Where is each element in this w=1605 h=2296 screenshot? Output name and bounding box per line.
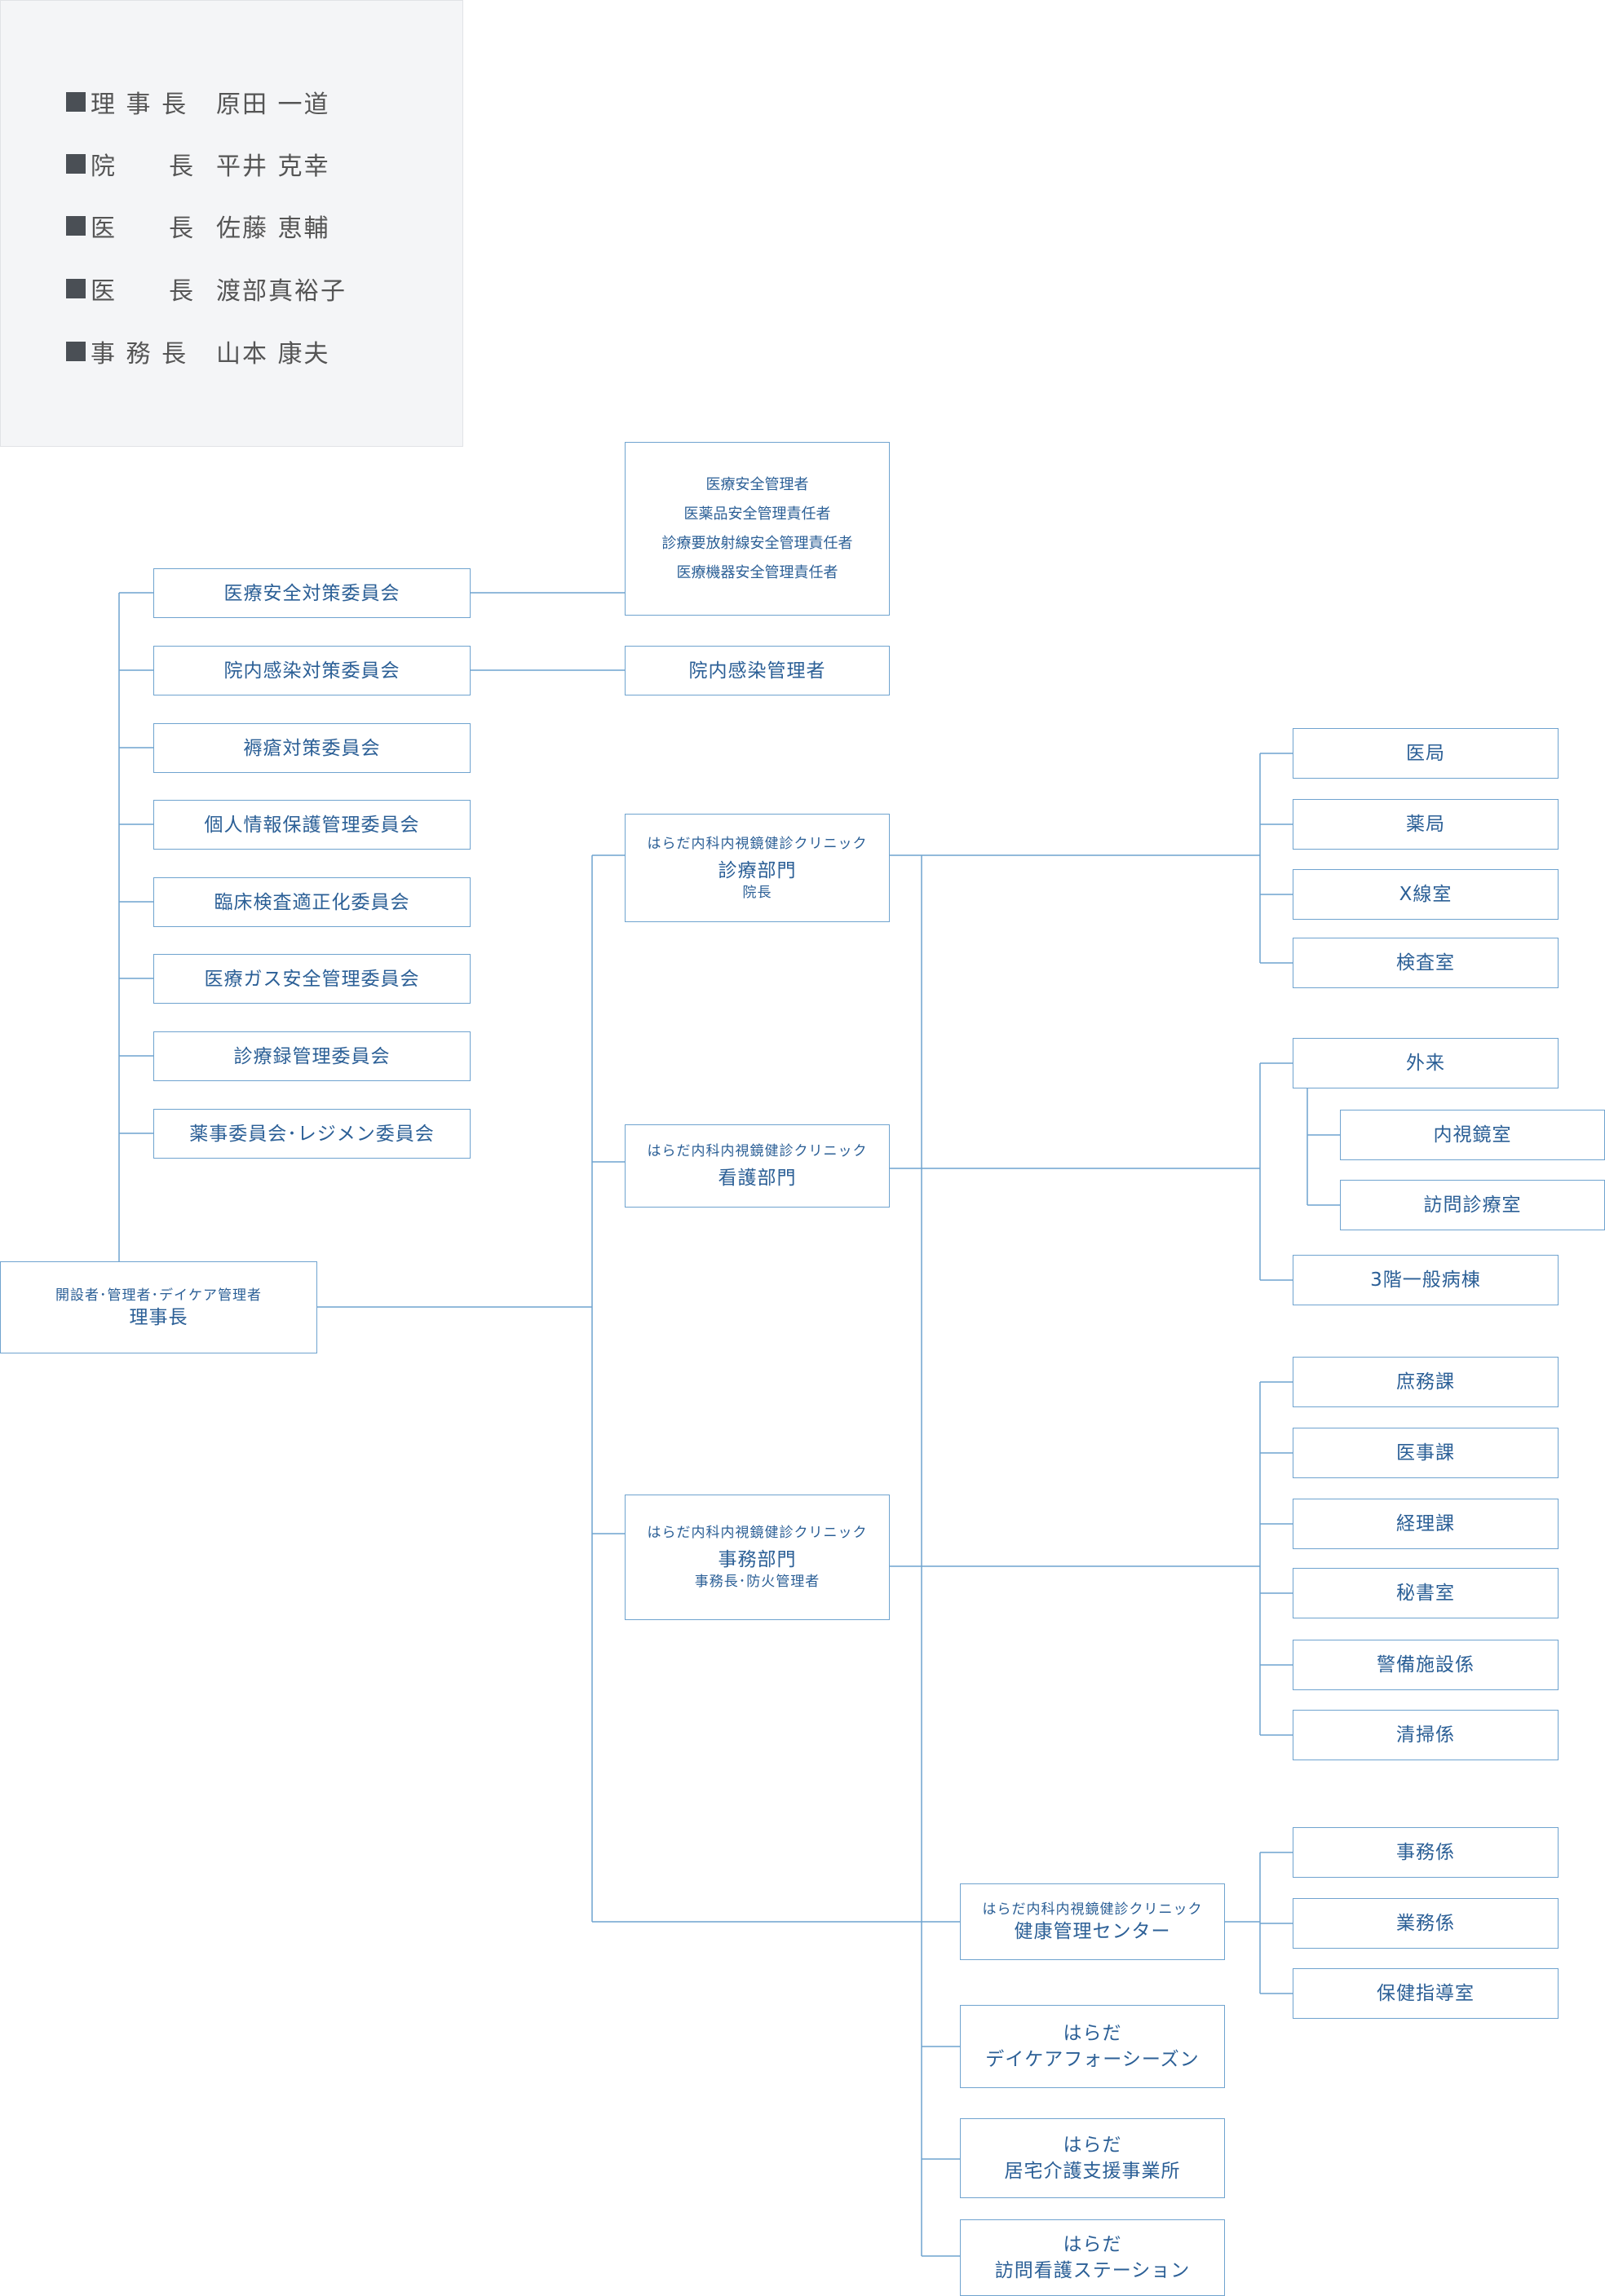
manager-label: 医薬品安全管理責任者	[683, 505, 831, 523]
dept-title: 看護部門	[718, 1168, 797, 1189]
unit-box: 経理課	[1293, 1499, 1559, 1549]
dept-note: 院長	[742, 884, 772, 901]
unit-box: 庶務課	[1293, 1357, 1559, 1407]
square-bullet-icon	[66, 279, 86, 298]
committee-box: 院内感染対策委員会	[153, 646, 471, 695]
dept-note: 事務長･防火管理者	[694, 1574, 820, 1590]
executive-role: 医 長	[91, 277, 195, 306]
affiliate-line1: はらだ	[1063, 2023, 1122, 2044]
unit-box: 医局	[1293, 728, 1559, 779]
executive-role: 事 務 長	[91, 340, 188, 369]
committee-box: 診療録管理委員会	[153, 1031, 471, 1081]
unit-box: X線室	[1293, 869, 1559, 920]
manager-label: 医療安全管理者	[705, 475, 809, 493]
affiliate-box: はらだ 居宅介護支援事業所	[960, 2118, 1225, 2198]
committee-box: 薬事委員会･レジメン委員会	[153, 1109, 471, 1159]
dept-admin-box: はらだ内科内視鏡健診クリニック 事務部門 事務長･防火管理者	[625, 1495, 890, 1620]
unit-box: 警備施設係	[1293, 1640, 1559, 1690]
square-bullet-icon	[66, 216, 86, 236]
square-bullet-icon	[66, 92, 86, 112]
square-bullet-icon	[66, 154, 86, 174]
clinic-name: はらだ内科内視鏡健診クリニック	[982, 1901, 1203, 1918]
executives-panel: 理 事 長 原田 一道 院 長 平井 克幸 医 長 佐藤 恵輔 医 長 渡部真裕…	[0, 0, 463, 447]
executive-name: 平井 克幸	[216, 152, 330, 181]
committee-box: 医療安全対策委員会	[153, 568, 471, 618]
dept-health-box: はらだ内科内視鏡健診クリニック 健康管理センター	[960, 1883, 1225, 1960]
dept-nursing-box: はらだ内科内視鏡健診クリニック 看護部門	[625, 1124, 890, 1208]
committee-box: 臨床検査適正化委員会	[153, 877, 471, 927]
unit-box: 外来	[1293, 1038, 1559, 1088]
manager-label: 診療要放射線安全管理責任者	[661, 534, 853, 552]
unit-box: 検査室	[1293, 938, 1559, 988]
affiliate-box: はらだ 訪問看護ステーション	[960, 2219, 1225, 2296]
committee-box: 医療ガス安全管理委員会	[153, 954, 471, 1004]
executive-role: 院 長	[91, 152, 195, 181]
square-bullet-icon	[66, 342, 86, 361]
committee-box: 褥瘡対策委員会	[153, 723, 471, 773]
unit-box: 清掃係	[1293, 1710, 1559, 1760]
affiliate-line2: 居宅介護支援事業所	[1004, 2161, 1181, 2182]
executive-name: 佐藤 恵輔	[216, 214, 330, 243]
unit-box: 医事課	[1293, 1428, 1559, 1478]
executive-row: 医 長 渡部真裕子	[66, 272, 347, 306]
safety-managers-box: 医療安全管理者 医薬品安全管理責任者 診療要放射線安全管理責任者 医療機器安全管…	[625, 442, 890, 616]
executive-row: 院 長 平井 克幸	[66, 148, 330, 181]
head-title: 理事長	[129, 1306, 188, 1328]
unit-box: 3階一般病棟	[1293, 1255, 1559, 1305]
clinic-name: はらだ内科内視鏡健診クリニック	[647, 835, 868, 852]
dept-title: 診療部門	[718, 859, 797, 881]
dept-title: 健康管理センター	[1014, 1921, 1171, 1942]
head-box: 開設者･管理者･デイケア管理者 理事長	[0, 1261, 317, 1353]
dept-title: 事務部門	[718, 1549, 797, 1570]
executive-name: 山本 康夫	[216, 340, 330, 369]
affiliate-line1: はらだ	[1063, 2135, 1122, 2156]
unit-box: 秘書室	[1293, 1568, 1559, 1618]
executive-role: 理 事 長	[91, 91, 188, 119]
unit-box: 薬局	[1293, 799, 1559, 850]
clinic-name: はらだ内科内視鏡健診クリニック	[647, 1525, 868, 1541]
unit-box: 業務係	[1293, 1898, 1559, 1949]
affiliate-line2: デイケアフォーシーズン	[985, 2049, 1200, 2070]
dept-medical-box: はらだ内科内視鏡健診クリニック 診療部門 院長	[625, 814, 890, 922]
executive-role: 医 長	[91, 214, 195, 243]
affiliate-line2: 訪問看護ステーション	[994, 2260, 1191, 2281]
sub-unit-box: 訪問診療室	[1340, 1180, 1605, 1230]
executive-name: 原田 一道	[216, 91, 330, 119]
head-subtitle: 開設者･管理者･デイケア管理者	[55, 1287, 262, 1304]
unit-box: 保健指導室	[1293, 1968, 1559, 2019]
affiliate-line1: はらだ	[1063, 2234, 1122, 2255]
infection-manager-box: 院内感染管理者	[625, 646, 890, 695]
manager-label: 医療機器安全管理責任者	[676, 563, 838, 581]
unit-box: 事務係	[1293, 1827, 1559, 1878]
clinic-name: はらだ内科内視鏡健診クリニック	[647, 1143, 868, 1159]
sub-unit-box: 内視鏡室	[1340, 1110, 1605, 1160]
executive-row: 事 務 長 山本 康夫	[66, 335, 330, 369]
committee-box: 個人情報保護管理委員会	[153, 800, 471, 850]
affiliate-box: はらだ デイケアフォーシーズン	[960, 2005, 1225, 2088]
executive-name: 渡部真裕子	[216, 277, 347, 306]
executive-row: 医 長 佐藤 恵輔	[66, 210, 330, 243]
executive-row: 理 事 長 原田 一道	[66, 86, 330, 119]
